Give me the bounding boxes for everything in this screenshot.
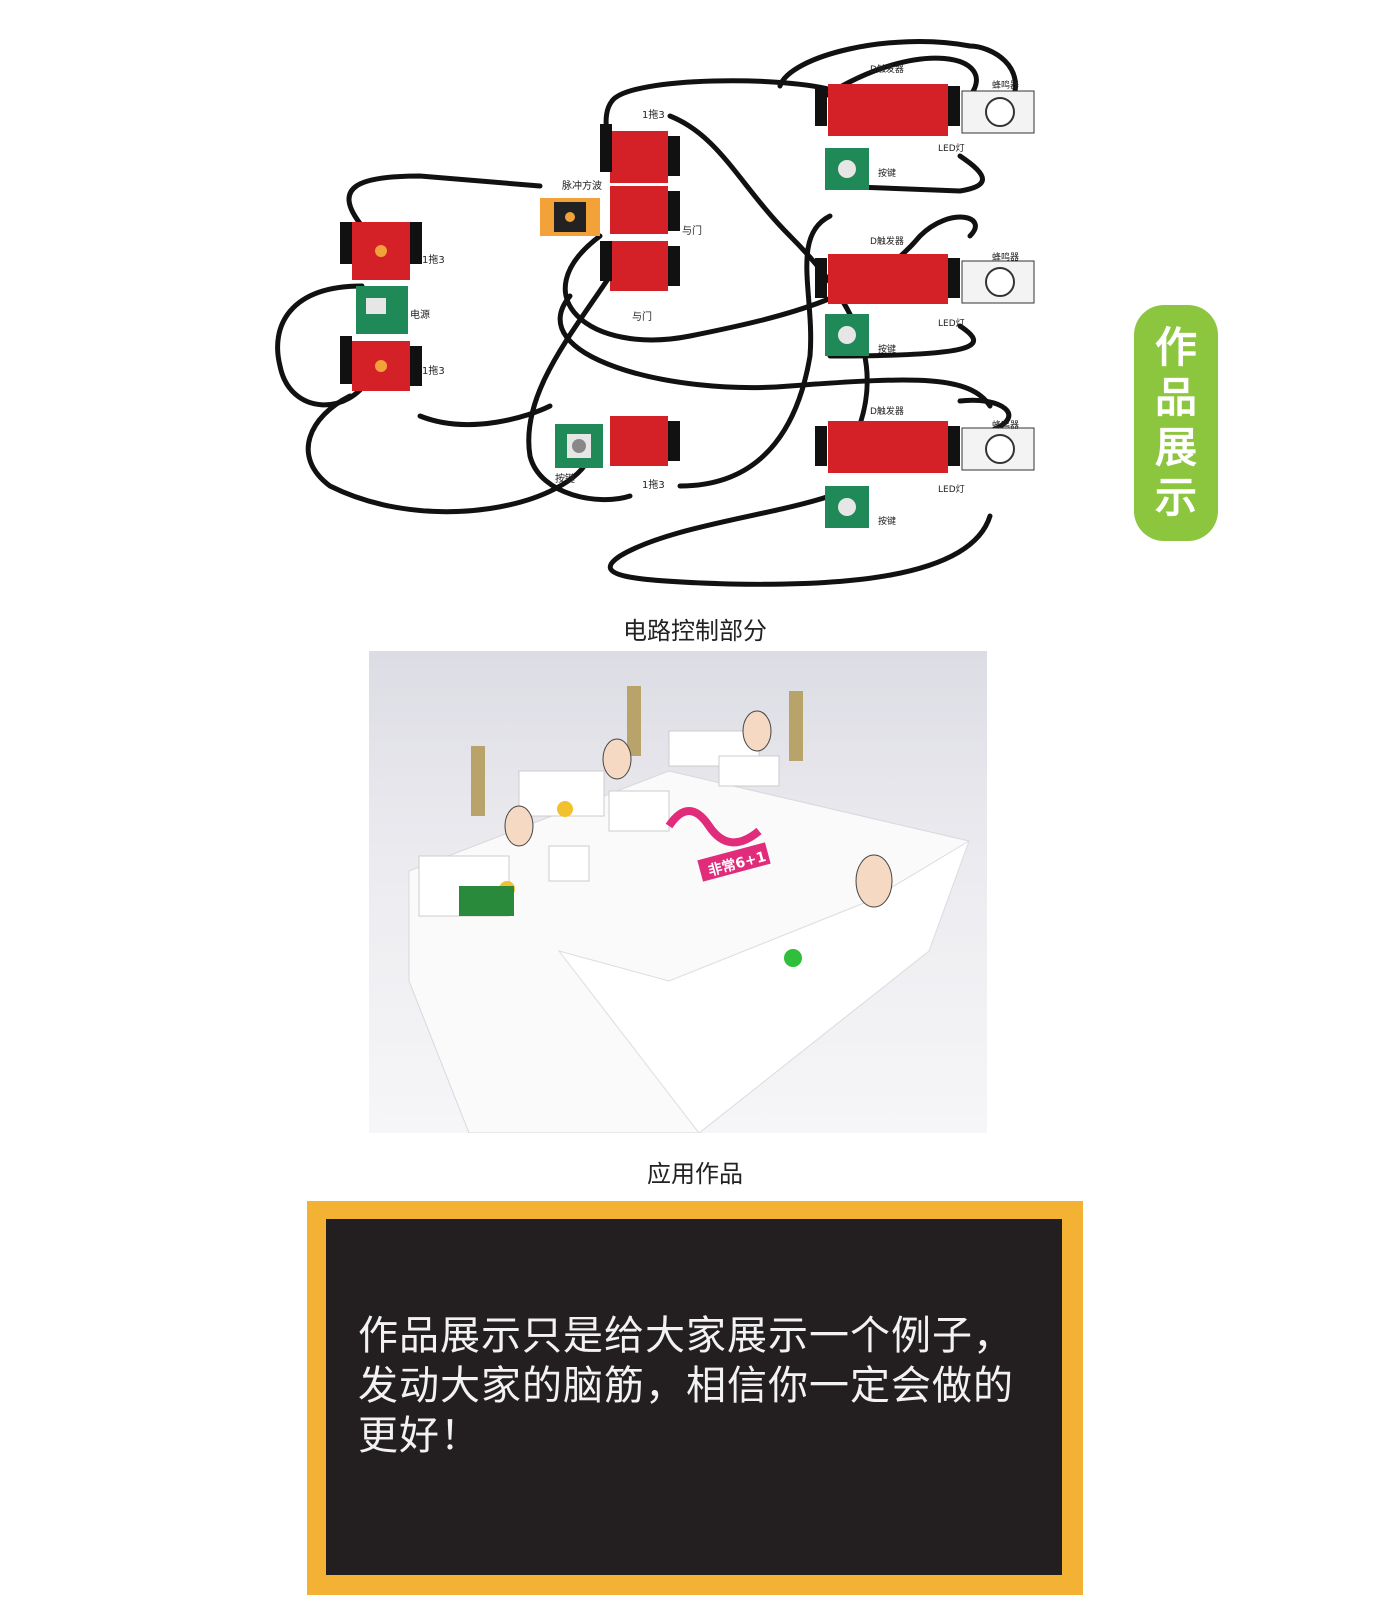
power-label: 电源 [410, 308, 430, 321]
split3-label: 1拖3 [642, 478, 665, 491]
button-label: 按键 [878, 343, 896, 355]
note-frame: 作品展示只是给大家展示一个例子，发动大家的脑筋，相信你一定会做的更好！ [307, 1201, 1083, 1595]
show-logo: 非常6+1 [665, 807, 771, 882]
cables [275, 39, 1018, 587]
split3-module-left-lower [340, 336, 422, 391]
button-label: 按键 [878, 515, 896, 527]
button-module-bottom [555, 424, 603, 468]
and-gate-module-2 [600, 241, 680, 291]
section-tab-char: 示 [1154, 473, 1197, 522]
split3-module-center [600, 124, 680, 183]
button-label: 按键 [555, 472, 575, 485]
split3-module-left-upper [340, 222, 422, 280]
section-tab-char: 作 [1154, 323, 1197, 372]
d-trigger-label: D触发器 [870, 235, 904, 247]
and-gate-label: 与门 [682, 224, 702, 237]
note-text: 作品展示只是给大家展示一个例子，发动大家的脑筋，相信你一定会做的更好！ [358, 1313, 1014, 1459]
buzzer-label: 蜂鸣器 [992, 251, 1019, 263]
split3-label: 1拖3 [642, 108, 665, 121]
section-tab-char: 展 [1154, 423, 1197, 472]
note-board: 作品展示只是给大家展示一个例子，发动大家的脑筋，相信你一定会做的更好！ [326, 1219, 1062, 1575]
and-gate-module-1 [610, 186, 680, 234]
buzzer-label: 蜂鸣器 [992, 79, 1019, 91]
d-trigger-label: D触发器 [870, 405, 904, 417]
circuit-caption: 电路控制部分 [623, 617, 767, 645]
led-label: LED灯 [938, 484, 965, 495]
split3-module-bottom [610, 416, 680, 466]
d-trigger-row-3 [815, 421, 1035, 528]
power-module [356, 286, 408, 334]
section-tab-char: 品 [1154, 373, 1197, 422]
button-label: 按键 [878, 167, 896, 179]
section-tab: 作 品 展 示 [1134, 305, 1218, 541]
product-photo: 非常6+1 [369, 651, 987, 1133]
d-trigger-row-1 [815, 84, 1035, 190]
circuit-diagram: 1拖3 电源 1拖3 脉冲方波 1拖3 与门 与门 [275, 39, 1035, 587]
photo-caption: 应用作品 [647, 1160, 743, 1188]
pulse-label: 脉冲方波 [562, 179, 602, 192]
buzzer-label: 蜂鸣器 [992, 419, 1019, 431]
d-trigger-row-2 [815, 254, 1035, 356]
d-trigger-label: D触发器 [870, 63, 904, 75]
pulse-module [540, 198, 600, 236]
led-label: LED灯 [938, 143, 965, 154]
photo-illustration: 非常6+1 [408, 686, 970, 1133]
and-gate-label: 与门 [632, 310, 652, 323]
split3-label: 1拖3 [422, 253, 445, 266]
split3-label: 1拖3 [422, 364, 445, 377]
led-label: LED灯 [938, 318, 965, 329]
